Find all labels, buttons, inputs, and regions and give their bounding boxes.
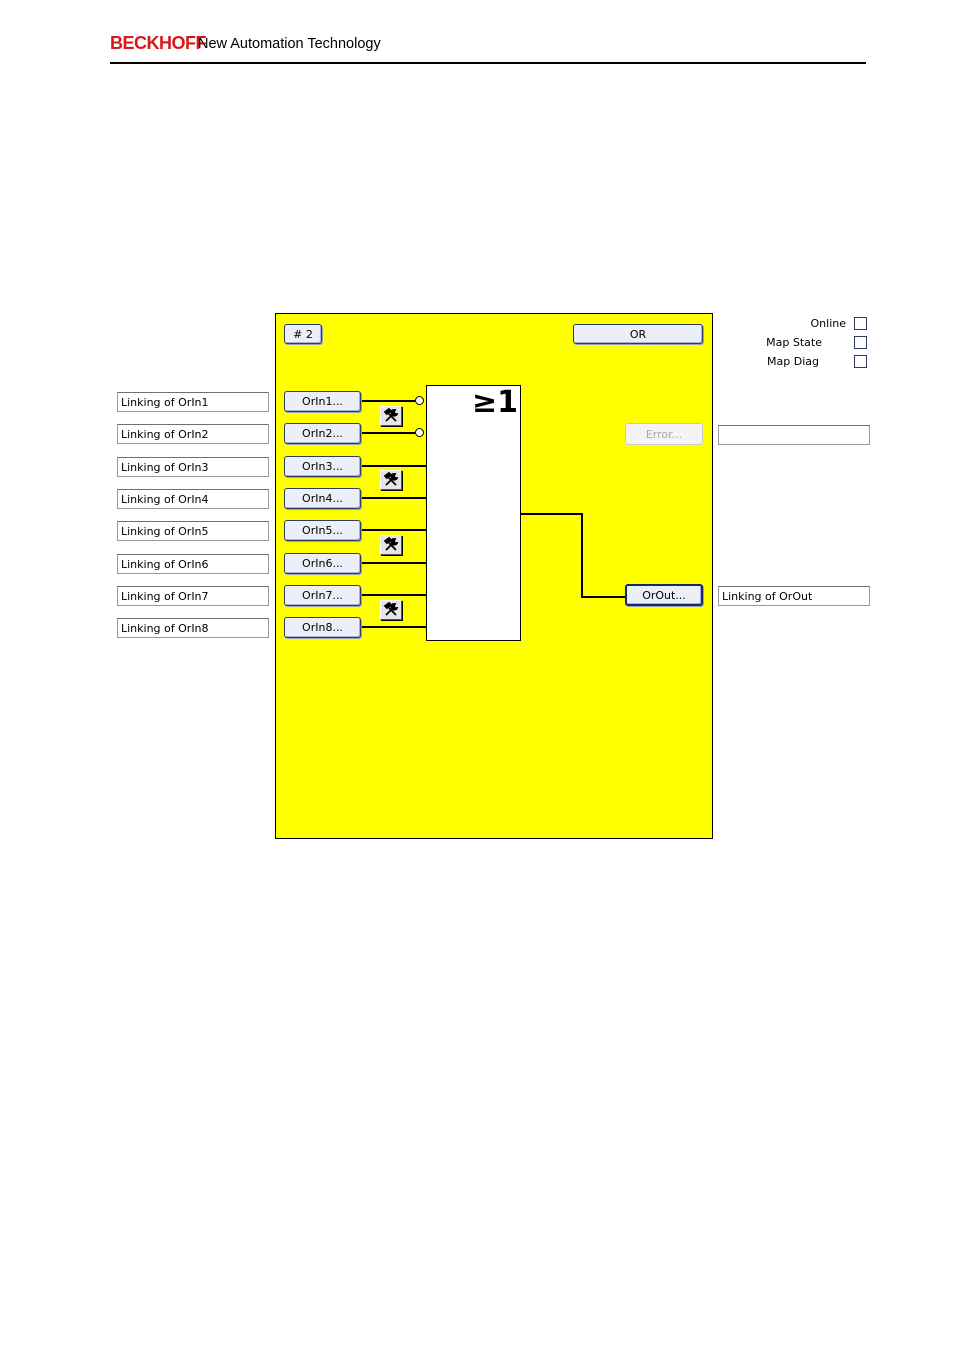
option-label-map-state: Map State (766, 336, 822, 349)
map-diag-checkbox[interactable] (854, 355, 867, 368)
linking-field-orin1[interactable]: Linking of OrIn1 (117, 392, 269, 412)
orin1-button[interactable]: OrIn1... (284, 391, 361, 412)
wire-orin7 (362, 594, 426, 596)
error-linking-field[interactable] (718, 425, 870, 445)
wire-orin8 (362, 626, 426, 628)
hammer-wrench-icon[interactable] (380, 600, 402, 620)
gate-symbol: ≥1 (471, 385, 518, 420)
block-number-button[interactable]: # 2 (284, 324, 322, 344)
orout-button[interactable]: OrOut... (625, 584, 703, 606)
negation-circle-orin1 (415, 396, 424, 405)
wire-orin2 (362, 432, 415, 434)
linking-field-orin7[interactable]: Linking of OrIn7 (117, 586, 269, 606)
online-checkbox[interactable] (854, 317, 867, 330)
linking-field-orin6[interactable]: Linking of OrIn6 (117, 554, 269, 574)
wire-orin6 (362, 562, 426, 564)
linking-field-orin3[interactable]: Linking of OrIn3 (117, 457, 269, 477)
option-label-map-diag: Map Diag (767, 355, 819, 368)
orin4-button[interactable]: OrIn4... (284, 488, 361, 509)
orin6-button[interactable]: OrIn6... (284, 553, 361, 574)
wire-orin4 (362, 497, 426, 499)
linking-field-orin2[interactable]: Linking of OrIn2 (117, 424, 269, 444)
orin2-button[interactable]: OrIn2... (284, 423, 361, 444)
wire-output-vertical (581, 513, 583, 598)
option-label-online: Online (810, 317, 846, 330)
page-header: BECKHOFF New Automation Technology (110, 33, 866, 63)
hammer-wrench-icon[interactable] (380, 535, 402, 555)
brand-tagline: New Automation Technology (198, 36, 381, 52)
block-type-button[interactable]: OR (573, 324, 703, 344)
or-gate: ≥1 (426, 385, 521, 641)
wire-orin1 (362, 400, 415, 402)
linking-field-orin4[interactable]: Linking of OrIn4 (117, 489, 269, 509)
orin8-button[interactable]: OrIn8... (284, 617, 361, 638)
header-rule (110, 62, 866, 64)
hammer-wrench-icon[interactable] (380, 470, 402, 490)
map-state-checkbox[interactable] (854, 336, 867, 349)
negation-circle-orin2 (415, 428, 424, 437)
linking-field-orout[interactable]: Linking of OrOut (718, 586, 870, 606)
brand-logo: BECKHOFF (110, 33, 207, 53)
error-button[interactable]: Error... (625, 423, 703, 445)
linking-field-orin5[interactable]: Linking of OrIn5 (117, 521, 269, 541)
orin3-button[interactable]: OrIn3... (284, 456, 361, 477)
wire-output-horizontal (521, 513, 583, 515)
wire-orin3 (362, 465, 426, 467)
orin7-button[interactable]: OrIn7... (284, 585, 361, 606)
linking-field-orin8[interactable]: Linking of OrIn8 (117, 618, 269, 638)
wire-output-to-button (581, 596, 626, 598)
wire-orin5 (362, 529, 426, 531)
orin5-button[interactable]: OrIn5... (284, 520, 361, 541)
hammer-wrench-icon[interactable] (380, 406, 402, 426)
